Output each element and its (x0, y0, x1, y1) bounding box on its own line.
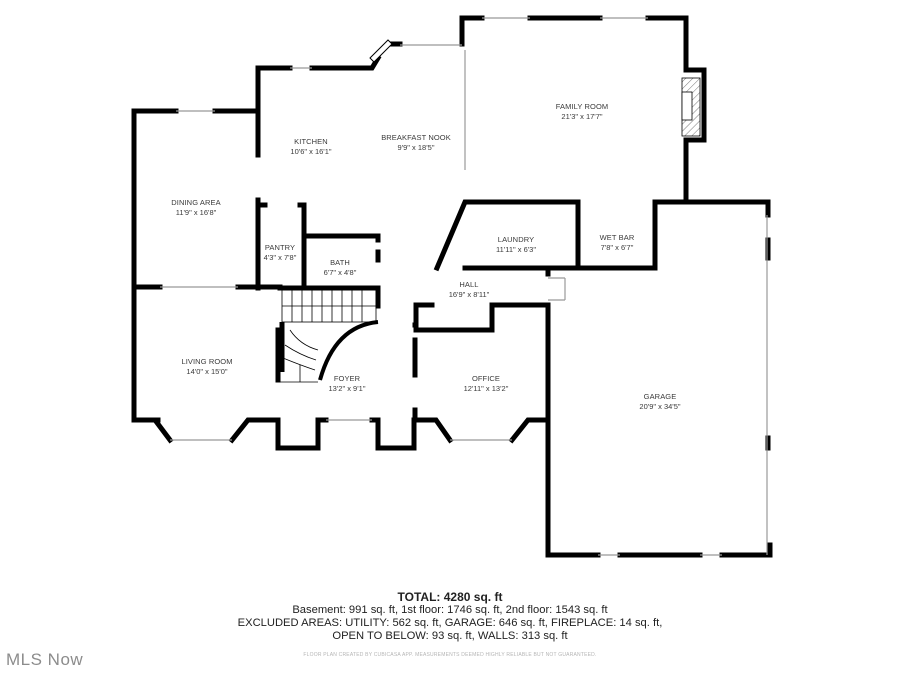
garage-walls (545, 237, 773, 558)
room-label-bath: BATH 6'7" x 4'8" (323, 258, 357, 277)
excluded-areas-line-1: EXCLUDED AREAS: UTILITY: 562 sq. ft, GAR… (237, 617, 663, 629)
room-label-office: OFFICE 12'11" x 13'2" (463, 374, 509, 393)
fireplace-icon (681, 77, 701, 137)
room-label-foyer: FOYER 13'2" x 9'1" (328, 374, 366, 393)
room-label-breakfast-nook: BREAKFAST NOOK 9'9" x 18'5" (381, 133, 451, 152)
room-label-dining-area: DINING AREA 11'9" x 16'8" (171, 198, 221, 217)
watermark-logo: MLS Now (6, 650, 84, 669)
floor-plan-drawing (131, 15, 773, 558)
floor-plan: KITCHEN 10'6" x 16'1" BREAKFAST NOOK 9'9… (131, 15, 773, 558)
living-room-walls (131, 327, 281, 444)
kitchen-walls (255, 15, 707, 205)
excluded-areas-line-2: OPEN TO BELOW: 93 sq. ft, WALLS: 313 sq.… (332, 630, 568, 642)
room-label-pantry: PANTRY 4'3" x 7'8" (263, 243, 297, 262)
office-walls (412, 302, 551, 444)
room-label-living-room: LIVING ROOM 14'0" x 15'0" (181, 357, 233, 376)
foyer-walls (275, 417, 417, 451)
laundry-walls (433, 199, 771, 277)
room-label-garage: GARAGE 20'9" x 34'5" (639, 392, 681, 411)
nook-bay-window (369, 39, 393, 63)
room-label-kitchen: KITCHEN 10'6" x 16'1" (290, 137, 332, 156)
staircase (279, 289, 379, 383)
room-label-wet-bar: WET BAR 7'8" x 6'7" (599, 233, 635, 252)
room-label-hall: HALL 16'9" x 8'11" (448, 280, 490, 299)
room-label-laundry: LAUNDRY 11'11" x 6'3" (495, 235, 537, 254)
floor-areas: Basement: 991 sq. ft, 1st floor: 1746 sq… (292, 604, 608, 616)
disclaimer: FLOOR PLAN CREATED BY CUBICASA APP. MEAS… (303, 652, 597, 658)
room-label-family-room: FAMILY ROOM 21'3" x 17'7" (555, 102, 609, 121)
total-area: TOTAL: 4280 sq. ft (397, 590, 503, 604)
area-summary: TOTAL: 4280 sq. ft Basement: 991 sq. ft,… (0, 590, 900, 658)
pantry-bath-walls (255, 197, 381, 309)
